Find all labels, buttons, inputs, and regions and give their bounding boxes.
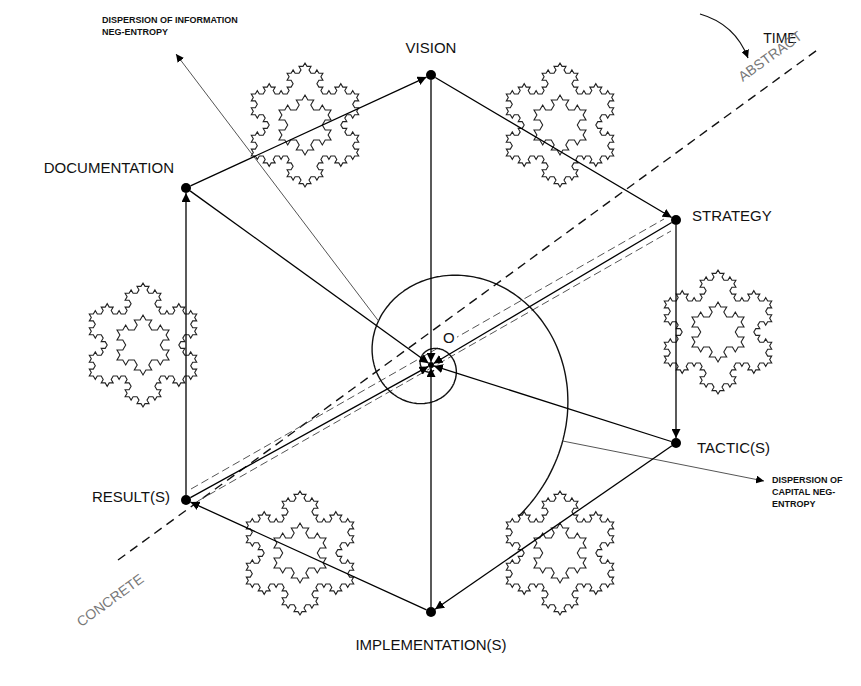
abstract-concrete-axis bbox=[118, 48, 820, 560]
band-line bbox=[191, 219, 664, 489]
strategy-node: STRATEGY bbox=[671, 215, 681, 225]
vision-node: VISION bbox=[426, 70, 436, 80]
koch-snowflake bbox=[506, 491, 613, 615]
tactic-node: TACTIC(S) bbox=[671, 438, 681, 448]
stage-label: IMPLEMENTATION(S) bbox=[353, 636, 508, 654]
koch-snowflake bbox=[246, 491, 353, 615]
flow-arrow bbox=[191, 502, 427, 610]
koch-snowflake bbox=[534, 523, 586, 583]
flow-arrow bbox=[675, 225, 676, 438]
stage-label: STRATEGY bbox=[690, 207, 774, 225]
flow-arrow bbox=[191, 77, 427, 186]
koch-snowflake bbox=[274, 523, 326, 583]
flow-arrow bbox=[434, 223, 672, 364]
flow-arrow bbox=[430, 368, 431, 607]
leader-line bbox=[176, 54, 378, 321]
center-point: O bbox=[428, 362, 434, 368]
stage-label: VISION bbox=[404, 39, 459, 57]
flow-arrow bbox=[430, 80, 431, 362]
stage-label: RESULT(S) bbox=[90, 488, 172, 506]
flow-arrow bbox=[190, 191, 429, 363]
stage-label: O bbox=[441, 329, 457, 347]
axis-label: CONCRETE bbox=[71, 568, 149, 632]
koch-snowflake bbox=[506, 63, 613, 187]
koch-snowflake bbox=[251, 63, 358, 187]
callout-note: DISPERSION OF INFORMATION NEG-ENTROPY bbox=[100, 14, 254, 38]
flow-arrow bbox=[190, 366, 428, 497]
spiral bbox=[372, 275, 568, 516]
flow-arrow bbox=[434, 366, 671, 442]
implementation-node: IMPLEMENTATION(S) bbox=[426, 607, 436, 617]
documentation-node: DOCUMENTATION bbox=[181, 183, 191, 193]
flow-arrow bbox=[185, 193, 186, 495]
stage-label: DOCUMENTATION bbox=[42, 159, 176, 177]
koch-snowflake bbox=[534, 95, 586, 155]
koch-snowflake bbox=[664, 270, 771, 394]
flow-arrow bbox=[435, 78, 671, 218]
koch-snowflake bbox=[117, 315, 169, 375]
result-node: RESULT(S) bbox=[181, 495, 191, 505]
koch-snowflake bbox=[89, 283, 196, 407]
band-line bbox=[198, 231, 671, 501]
koch-snowflake bbox=[692, 302, 744, 362]
callout-note: DISPERSION OF CAPITAL NEG-ENTROPY bbox=[770, 474, 859, 510]
time-arrow bbox=[700, 14, 748, 58]
stage-label: TACTIC(S) bbox=[695, 439, 772, 457]
koch-fractals bbox=[89, 63, 771, 615]
flow-arrow bbox=[435, 446, 672, 609]
